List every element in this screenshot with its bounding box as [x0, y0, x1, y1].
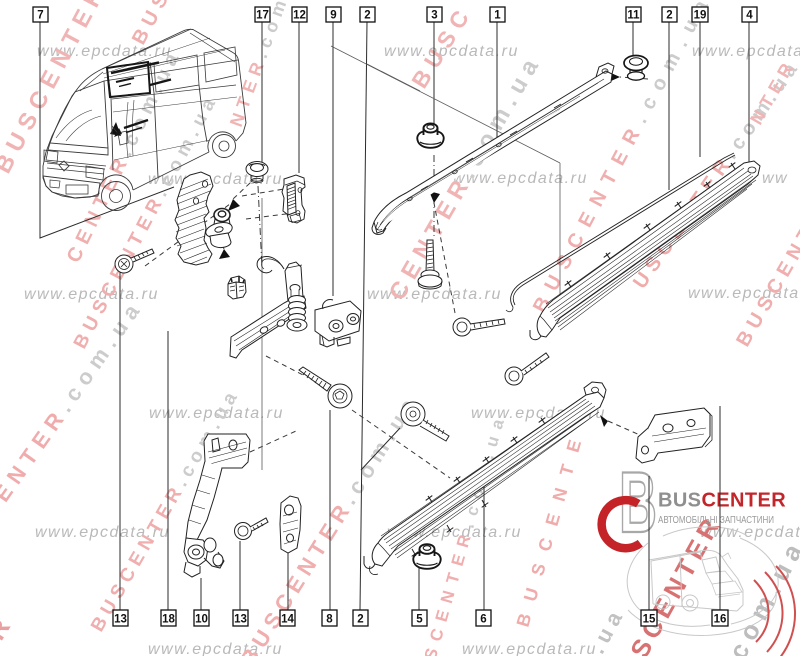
svg-text:.com.ua: .com.ua [716, 533, 800, 656]
svg-text:3: 3 [431, 10, 437, 22]
svg-text:2: 2 [357, 614, 363, 626]
svg-text:www.epcdata.ru: www.epcdata.ru [149, 405, 284, 422]
svg-text:8: 8 [326, 614, 333, 626]
svg-text:16: 16 [714, 614, 727, 626]
svg-text:6: 6 [480, 614, 486, 626]
svg-text:12: 12 [293, 10, 306, 22]
svg-text:www.epcdata.r: www.epcdata.r [688, 285, 800, 302]
svg-text:10: 10 [195, 614, 208, 626]
svg-text:BUSCENTER: BUSCENTER [732, 185, 800, 351]
svg-text:www.epcdata.ru: www.epcdata.ru [462, 641, 597, 656]
svg-text:13: 13 [114, 614, 127, 626]
svg-text:18: 18 [162, 614, 175, 626]
svg-text:www.epcdata.ru: www.epcdata.ru [35, 524, 170, 541]
svg-text:SCENTER.com.ua: SCENTER.com.ua [0, 294, 148, 543]
svg-text:NTER: NTER [746, 55, 800, 128]
svg-text:19: 19 [694, 10, 707, 22]
svg-text:1: 1 [494, 10, 501, 22]
svg-text:www.epcdata.ru: www.epcdata.ru [367, 286, 502, 303]
svg-text:5: 5 [416, 614, 423, 626]
svg-text:www.epcdata.ru: www.epcdata.ru [384, 43, 519, 60]
svg-text:2: 2 [666, 10, 672, 22]
svg-text:11: 11 [627, 10, 640, 22]
svg-text:14: 14 [281, 614, 294, 626]
svg-text:15: 15 [643, 614, 656, 626]
svg-text:www.epcdata.ru: www.epcdata.ru [692, 43, 800, 60]
svg-text:www.epcdata.ru: www.epcdata.ru [148, 641, 283, 656]
svg-text:www.epcdata.ru: www.epcdata.ru [24, 286, 159, 303]
svg-text:4: 4 [746, 10, 753, 22]
svg-text:7: 7 [37, 10, 43, 22]
svg-text:АВТОМОБІЛЬНІ ЗАПЧАСТИНИ: АВТОМОБІЛЬНІ ЗАПЧАСТИНИ [658, 515, 774, 526]
svg-text:BUSC: BUSC [128, 0, 185, 48]
svg-text:17: 17 [256, 10, 269, 22]
svg-text:TER: TER [0, 607, 20, 656]
svg-text:BUSCENTER: BUSCENTER [658, 490, 786, 512]
svg-text:2: 2 [364, 10, 370, 22]
svg-text:www.epcdata.ru: www.epcdata.ru [453, 170, 588, 187]
svg-text:ww: ww [762, 170, 788, 187]
svg-text:9: 9 [330, 10, 336, 22]
svg-text:13: 13 [234, 614, 247, 626]
svg-text:www.epcdata.ru: www.epcdata.ru [148, 171, 283, 188]
svg-text:www.epcdata.ru: www.epcdata.ru [37, 43, 172, 60]
